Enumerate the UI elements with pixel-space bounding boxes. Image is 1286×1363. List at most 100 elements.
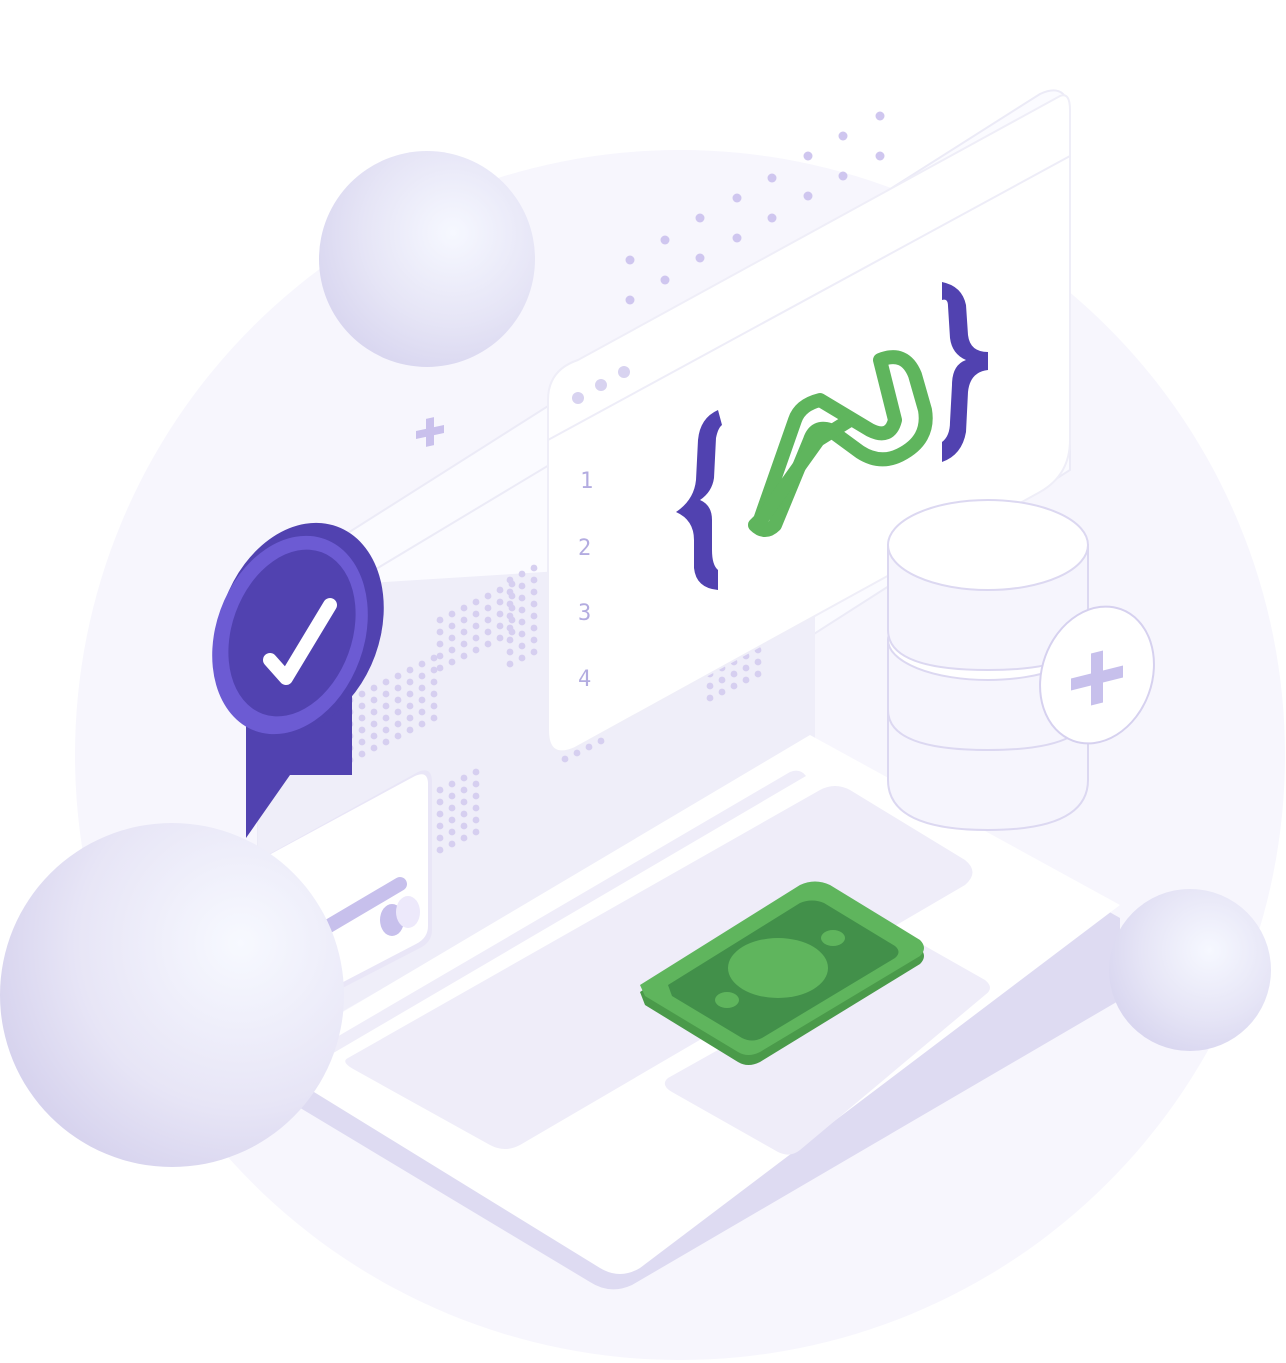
map-dot (518, 642, 526, 650)
map-dot (358, 738, 366, 746)
map-dot (418, 684, 426, 692)
map-dot (484, 628, 492, 636)
map-dot (382, 714, 390, 722)
map-dot (358, 726, 366, 734)
map-dot (730, 670, 738, 678)
map-dot (394, 684, 402, 692)
map-dot (484, 592, 492, 600)
map-dot (370, 720, 378, 728)
map-dot (370, 684, 378, 692)
map-dot (448, 646, 456, 654)
map-dot (506, 600, 514, 608)
map-dot (448, 792, 456, 800)
map-dot (436, 628, 444, 636)
map-dot (518, 606, 526, 614)
map-dot (484, 640, 492, 648)
map-dot (506, 588, 514, 596)
map-dot (460, 616, 468, 624)
trail-dot (695, 213, 705, 223)
map-dot (506, 624, 514, 632)
map-dot (518, 618, 526, 626)
map-dot (406, 702, 414, 710)
map-dot (460, 652, 468, 660)
map-dot (530, 600, 538, 608)
map-dot (418, 672, 426, 680)
line-number-4: 4 (578, 667, 591, 692)
line-number-1: 1 (580, 469, 593, 494)
map-dot (754, 670, 762, 678)
map-dot (496, 610, 504, 618)
map-dot (472, 792, 480, 800)
map-dot (448, 828, 456, 836)
map-dot (394, 696, 402, 704)
map-dot (382, 690, 390, 698)
map-dot (448, 622, 456, 630)
map-dot (382, 738, 390, 746)
trail-dot (625, 255, 635, 265)
map-dot (460, 640, 468, 648)
trail-dot (767, 213, 777, 223)
map-dot (496, 586, 504, 594)
map-dot (460, 774, 468, 782)
map-dot (436, 640, 444, 648)
map-dot (496, 634, 504, 642)
map-dot (484, 604, 492, 612)
laptop-trackpad (664, 942, 990, 1155)
map-dot (358, 702, 366, 710)
map-dot (472, 610, 480, 618)
trail-dot (803, 151, 813, 161)
database-icon (887, 499, 1089, 832)
dot-trail (625, 111, 885, 305)
map-dot (530, 612, 538, 620)
trail-dot (767, 173, 777, 183)
map-dot (358, 714, 366, 722)
map-dot (706, 694, 714, 702)
map-dot (370, 744, 378, 752)
map-dot (448, 804, 456, 812)
map-dot (430, 678, 438, 686)
map-dot (460, 628, 468, 636)
map-dot (472, 828, 480, 836)
map-dot (506, 636, 514, 644)
map-dot (472, 598, 480, 606)
map-dot (530, 576, 538, 584)
world-map-dots (346, 564, 762, 854)
map-dot (530, 624, 538, 632)
map-dot (418, 720, 426, 728)
sphere-top-left (319, 151, 535, 367)
map-dot (448, 658, 456, 666)
map-dot (406, 726, 414, 734)
add-circle-icon (1039, 605, 1155, 745)
trail-dot (660, 235, 670, 245)
map-dot (418, 696, 426, 704)
map-dot (448, 610, 456, 618)
map-dot (436, 652, 444, 660)
trail-dot (838, 171, 848, 181)
map-dot (358, 690, 366, 698)
map-dot (472, 804, 480, 812)
sphere-bottom-left (0, 823, 344, 1167)
map-dot (484, 616, 492, 624)
map-dot (585, 743, 593, 751)
map-dot (430, 690, 438, 698)
map-dot (496, 598, 504, 606)
map-dot (730, 682, 738, 690)
map-dot (460, 822, 468, 830)
map-dot (472, 622, 480, 630)
map-dot (382, 702, 390, 710)
trail-dot (875, 111, 885, 121)
map-dot (436, 822, 444, 830)
map-dot (460, 834, 468, 842)
map-dot (472, 646, 480, 654)
map-dot (430, 714, 438, 722)
map-dot (530, 588, 538, 596)
map-dot (530, 648, 538, 656)
map-dot (436, 798, 444, 806)
map-dot (448, 634, 456, 642)
map-dot (472, 816, 480, 824)
map-dot (436, 846, 444, 854)
trail-dot (875, 151, 885, 161)
map-dot (406, 666, 414, 674)
line-number-2: 2 (578, 536, 591, 561)
